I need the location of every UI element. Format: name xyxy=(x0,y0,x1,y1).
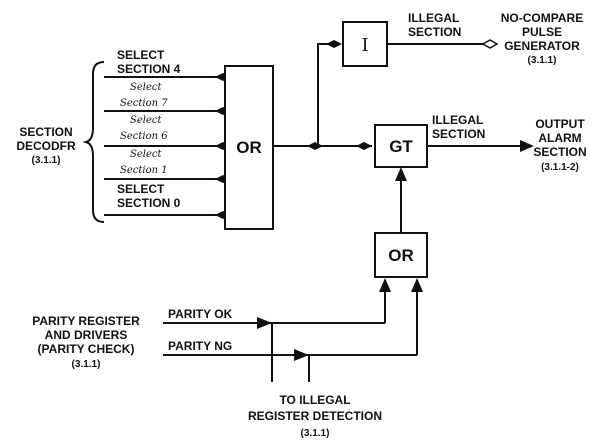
branch-to-inverter-line xyxy=(317,43,336,146)
select-label-7-l1: Select xyxy=(130,82,162,93)
parity-source-label: PARITY REGISTER AND DRIVERS (PARITY CHEC… xyxy=(32,314,140,370)
decoder-line2: DECODFR xyxy=(16,139,76,153)
no-compare-l1: NO-COMPARE xyxy=(501,11,583,25)
decoder-ref: (3.1.1) xyxy=(32,155,61,166)
illegal-top-l2: SECTION xyxy=(408,25,461,39)
no-compare-ref: (3.1.1) xyxy=(528,55,557,66)
or-block-main: OR xyxy=(224,65,274,230)
parity-ok-arrow xyxy=(257,317,272,329)
parity-ng-label: PARITY NG xyxy=(168,339,232,353)
illegal-top-l1: ILLEGAL xyxy=(408,11,459,25)
parity-source-l2: AND DRIVERS xyxy=(45,328,128,342)
select-label-1-l2: Section 1 xyxy=(120,165,168,176)
inverter-block-rect xyxy=(342,21,388,67)
inverter-block-label: I xyxy=(361,35,368,56)
select-label-1-l1: Select xyxy=(130,149,162,160)
select-label-0-l1: SELECT xyxy=(117,182,165,196)
decoder-line1: SECTION xyxy=(19,125,72,139)
gate-input-junction xyxy=(356,142,372,150)
select-labels: SELECT SECTION 4 Select Section 7 Select… xyxy=(117,48,181,210)
select-label-6-l2: Section 6 xyxy=(120,131,168,142)
output-alarm-ref: (3.1.1-2) xyxy=(541,162,579,173)
section-decoder-label: SECTION DECODFR (3.1.1) xyxy=(16,125,76,166)
parity-source-l3: (PARITY CHECK) xyxy=(38,342,135,356)
parity-source-l1: PARITY REGISTER xyxy=(32,314,140,328)
no-compare-label: NO-COMPARE PULSE GENERATOR (3.1.1) xyxy=(501,11,583,66)
inverter-block: I xyxy=(342,21,388,67)
parity-ng-riser-arrow xyxy=(411,278,423,292)
to-illegal-label: TO ILLEGAL REGISTER DETECTION (3.1.1) xyxy=(248,393,382,439)
output-alarm-l1: OUTPUT xyxy=(535,117,585,131)
to-illegal-l1: TO ILLEGAL xyxy=(279,393,350,407)
parity-source-ref: (3.1.1) xyxy=(72,359,101,370)
output-alarm-label: OUTPUT ALARM SECTION (3.1.1-2) xyxy=(533,117,586,173)
inverter-input-junction xyxy=(326,40,342,48)
select-label-7-l2: Section 7 xyxy=(120,98,168,109)
parity-ng-arrow xyxy=(294,349,309,361)
select-label-4-l1: SELECT xyxy=(117,48,165,62)
no-compare-l2: PULSE xyxy=(522,25,562,39)
gt-block-label: GT xyxy=(389,137,413,156)
no-compare-terminal xyxy=(481,39,499,49)
parity-ok-label: PARITY OK xyxy=(168,307,233,321)
gt-output-arrow xyxy=(520,140,534,152)
gt-block-rect xyxy=(374,124,428,168)
gt-block: GT xyxy=(374,124,428,168)
select-label-4-l2: SECTION 4 xyxy=(117,62,181,76)
parity-ok-riser-arrow xyxy=(379,278,391,292)
gt-input-arrow xyxy=(395,167,407,181)
or-block-main-rect xyxy=(224,65,274,230)
illegal-mid-l1: ILLEGAL xyxy=(432,113,483,127)
select-label-0-l2: SECTION 0 xyxy=(117,196,181,210)
or-block-parity-label: OR xyxy=(388,246,414,265)
select-label-6-l1: Select xyxy=(130,115,162,126)
decoder-brace xyxy=(82,61,105,223)
illegal-mid-l2: SECTION xyxy=(432,127,485,141)
to-illegal-ref: (3.1.1) xyxy=(301,428,330,439)
or-block-parity-rect xyxy=(374,232,428,278)
no-compare-l3: GENERATOR xyxy=(504,39,580,53)
output-alarm-l3: SECTION xyxy=(533,145,586,159)
output-alarm-l2: ALARM xyxy=(538,131,581,145)
to-illegal-l2: REGISTER DETECTION xyxy=(248,409,382,423)
or-block-parity: OR xyxy=(374,232,428,278)
or-block-main-label: OR xyxy=(236,138,262,157)
branch-junction xyxy=(307,142,323,150)
